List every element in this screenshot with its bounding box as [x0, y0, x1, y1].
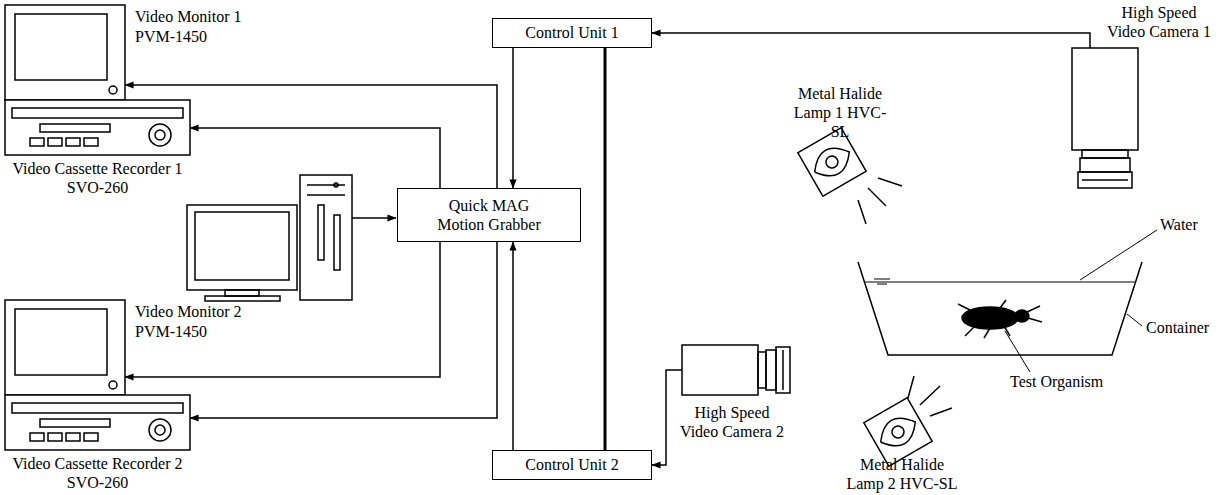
camera: [682, 345, 790, 395]
connector: [512, 48, 514, 188]
connector: [652, 370, 682, 465]
device-label: PVM-1450: [135, 27, 207, 46]
box-label: Control Unit 1: [525, 23, 618, 42]
video-monitor: Video Monitor 1PVM-1450: [5, 5, 125, 100]
control-unit: Control Unit 2: [492, 450, 652, 480]
metal-halide-lamp: [864, 376, 952, 466]
control-unit: Control Unit 1: [492, 18, 652, 48]
camera: High Speed Video Camera 1: [1072, 48, 1138, 188]
video-recorder: [5, 395, 190, 450]
device-label: SVO-260: [0, 473, 195, 492]
box-label: Control Unit 2: [525, 455, 618, 474]
part-label: Test Organism: [1010, 372, 1103, 391]
computer: [187, 175, 352, 301]
part-label: Container: [1146, 318, 1209, 337]
device-label: Video Monitor 1: [135, 7, 242, 26]
camera: [1072, 48, 1138, 188]
connector: [190, 242, 497, 418]
connector: [604, 48, 607, 450]
device-label: Video Cassette Recorder 1: [0, 159, 195, 178]
video-monitor: [5, 5, 125, 100]
device-label: SVO-260: [0, 178, 195, 197]
computer-link: [352, 217, 396, 219]
device-label: Video Cassette Recorder 2: [0, 454, 195, 473]
video-recorder: Video Cassette Recorder 1SVO-260: [5, 100, 190, 155]
camera: High Speed Video Camera 2: [682, 345, 790, 395]
motion-grabber: Quick MAG Motion Grabber: [397, 188, 581, 242]
part-label: Water: [1160, 215, 1198, 234]
connector: [652, 33, 1090, 48]
video-monitor: Video Monitor 2PVM-1450: [5, 300, 125, 395]
connector: [125, 242, 440, 377]
container: [858, 262, 1142, 355]
video-recorder: [5, 100, 190, 155]
video-monitor: [5, 300, 125, 395]
leader-line: [1005, 230, 1157, 372]
device-label: Video Monitor 2: [135, 302, 242, 321]
part-label: Metal Halide Lamp 1 HVC-SL: [786, 84, 894, 142]
device-label: High Speed Video Camera 1: [1105, 3, 1213, 41]
connector: [512, 242, 514, 450]
device-label: PVM-1450: [135, 322, 207, 341]
part-label: Metal Halide Lamp 2 HVC-SL: [846, 455, 958, 493]
box-label: Quick MAG Motion Grabber: [431, 196, 547, 234]
connector: [190, 128, 440, 188]
video-recorder: Video Cassette Recorder 2SVO-260: [5, 395, 190, 450]
device-label: High Speed Video Camera 2: [678, 403, 786, 441]
beetle: [958, 300, 1042, 338]
metal-halide-lamp: [798, 128, 902, 224]
